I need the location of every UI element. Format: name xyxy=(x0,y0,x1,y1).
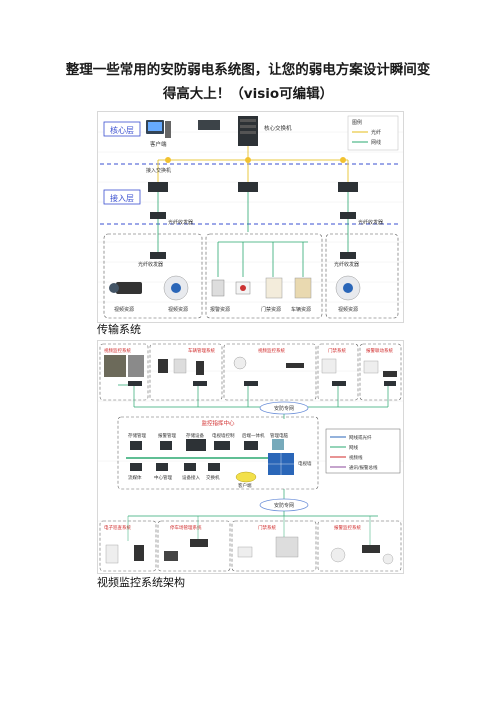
center-bottom-icons xyxy=(130,463,220,471)
svg-text:接入层: 接入层 xyxy=(110,193,134,203)
svg-text:管理电脑: 管理电脑 xyxy=(270,432,288,439)
bottom-system-1: 电子巡查系统 xyxy=(104,524,131,531)
video-surveillance-diagram: 视频监控系统 车辆管理系统 视频监控系统 门禁系统 报警联动系统 安防专网 xyxy=(97,340,404,574)
transceiver-b-label: 光纤收发器 xyxy=(334,261,359,268)
svg-text:安防专网: 安防专网 xyxy=(274,502,294,509)
top-switch-icons xyxy=(128,381,396,386)
core-switch-label: 核心交换机 xyxy=(264,124,292,132)
client-pc-icon xyxy=(146,120,171,138)
network-cloud-top: 安防专网 xyxy=(259,401,309,415)
resource-video-left: 视频资源 xyxy=(114,306,134,313)
center-server-icons xyxy=(130,439,284,451)
resource-alarm: 报警资源 xyxy=(210,306,230,313)
svg-text:存储管理: 存储管理 xyxy=(128,432,146,439)
network-cloud-bottom: 安防专网 xyxy=(259,498,309,512)
door-controller-icon xyxy=(265,277,283,299)
access-switch-icons xyxy=(148,182,358,192)
doc-title-line2: 得高大上！（visio可编辑） xyxy=(162,86,334,102)
command-center-box: 监控指挥中心 xyxy=(117,416,319,490)
top-system-5: 报警联动系统 xyxy=(366,347,393,354)
alarm-device-icon xyxy=(211,279,225,297)
transceiver-a-label: 光纤收发器 xyxy=(138,261,163,268)
center-label-row: 存储管理 报警管理 存储设备 电视墙控制 后端一体机 管理电脑 xyxy=(128,432,288,439)
transmission-system-diagram: 核心层 接入层 客户端 核心交换机 图例 光纤 网线 接入交换机 xyxy=(97,111,404,323)
svg-text:监控指挥中心: 监控指挥中心 xyxy=(201,419,235,427)
bottom-system-4: 报警监控系统 xyxy=(334,524,361,531)
center-bottom-labels: 流媒体 中心管理 设备接入 交换机 xyxy=(128,474,220,481)
svg-text:光纤: 光纤 xyxy=(371,129,381,136)
svg-text:网线: 网线 xyxy=(371,139,381,146)
figure1-caption: 传输系统 xyxy=(97,323,141,336)
svg-text:安防专网: 安防专网 xyxy=(274,405,294,412)
vehicle-controller-icon xyxy=(294,277,312,299)
svg-text:中心管理: 中心管理 xyxy=(154,474,172,481)
svg-text:图例: 图例 xyxy=(352,119,362,126)
svg-text:交换机: 交换机 xyxy=(206,474,220,481)
transceiver-right-label: 光纤收发器 xyxy=(358,219,383,226)
top-system-1: 视频监控系统 xyxy=(104,347,131,354)
resource-video-mid: 视频资源 xyxy=(168,306,188,313)
svg-text:报警管理: 报警管理 xyxy=(158,432,176,439)
operator-pc-icon xyxy=(235,471,257,483)
legend-box: 图例 光纤 网线 xyxy=(347,115,399,151)
bottom-system-3: 门禁系统 xyxy=(258,524,276,531)
surveillance-legend: 网线或光纤 网线 视频线 通讯/报警总线 xyxy=(325,428,401,474)
transmission-diagram-svg: 核心层 接入层 客户端 核心交换机 图例 光纤 网线 接入交换机 xyxy=(98,115,403,319)
top-system-3: 视频监控系统 xyxy=(258,347,285,354)
bullet-camera-icon xyxy=(109,282,142,294)
doc-title-line1: 整理一些常用的安防弱电系统图，让您的弱电方案设计瞬间变 xyxy=(65,62,431,78)
surveillance-diagram-svg: 视频监控系统 车辆管理系统 视频监控系统 门禁系统 报警联动系统 安防专网 xyxy=(98,343,403,572)
dome-camera-right-icon xyxy=(335,275,361,301)
transceiver-icons xyxy=(150,212,356,219)
core-switch-icon xyxy=(198,116,258,146)
top-system-4: 门禁系统 xyxy=(328,347,346,354)
resource-video-right: 视频资源 xyxy=(338,306,358,313)
svg-text:后端一体机: 后端一体机 xyxy=(242,432,265,439)
transceiver-left-label: 光纤收发器 xyxy=(168,219,193,226)
svg-text:核心层: 核心层 xyxy=(110,125,134,135)
operator-pc-label: 客户端 xyxy=(238,482,252,489)
resource-vehicle: 车辆资源 xyxy=(291,306,311,313)
svg-text:流媒体: 流媒体 xyxy=(128,474,142,481)
figure2-caption: 视频监控系统架构 xyxy=(97,576,185,589)
dome-camera-icon xyxy=(163,275,189,301)
svg-text:存储设备: 存储设备 xyxy=(186,432,204,439)
resource-door: 门禁资源 xyxy=(261,306,281,313)
access-layer-label: 接入层 xyxy=(103,189,141,205)
client-label: 客户端 xyxy=(150,140,167,148)
video-wall-icon xyxy=(268,453,294,475)
video-wall-label: 电视墙 xyxy=(298,460,312,467)
svg-text:网线: 网线 xyxy=(349,444,358,451)
svg-text:网线或光纤: 网线或光纤 xyxy=(349,434,372,441)
top-device-icons xyxy=(104,355,397,377)
alarm-sensor-icon xyxy=(235,281,251,295)
svg-text:设备接入: 设备接入 xyxy=(182,474,200,481)
svg-text:通讯/报警总线: 通讯/报警总线 xyxy=(349,464,378,471)
core-layer-label: 核心层 xyxy=(103,121,141,137)
fiber-connector-icons xyxy=(165,157,346,163)
svg-text:电视墙控制: 电视墙控制 xyxy=(212,432,235,439)
bottom-device-icons xyxy=(105,536,394,565)
bottom-system-2: 停车场管理系统 xyxy=(170,524,202,531)
access-switch-label: 接入交换机 xyxy=(146,167,171,174)
top-system-2: 车辆管理系统 xyxy=(188,347,215,354)
svg-text:视频线: 视频线 xyxy=(349,454,363,461)
